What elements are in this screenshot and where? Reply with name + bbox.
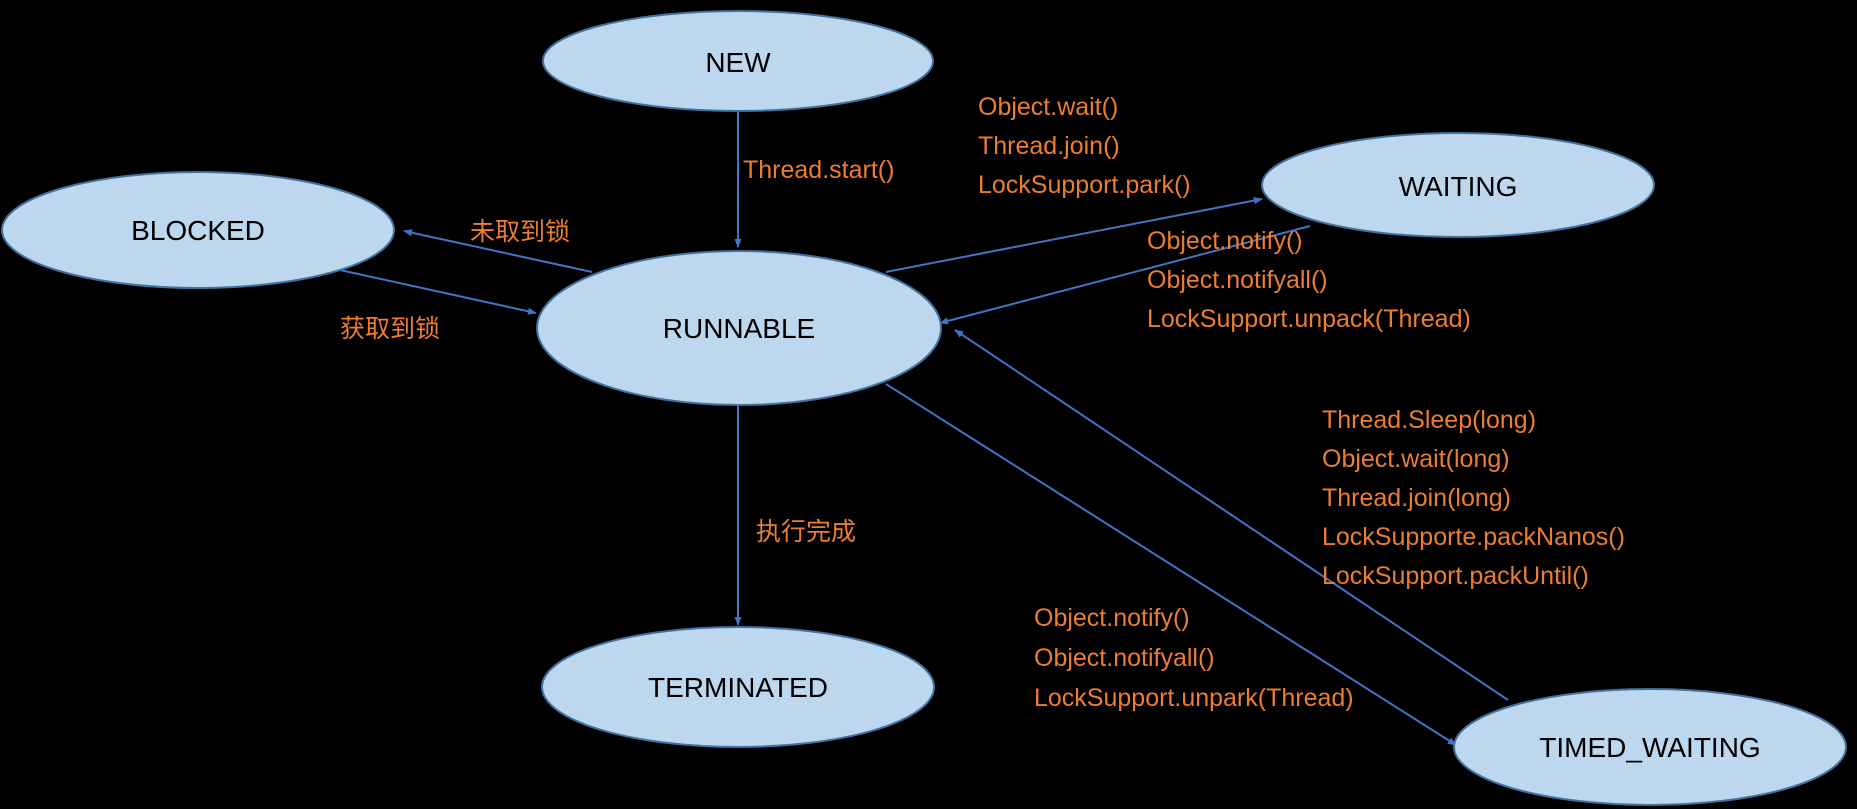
state-timed-waiting-label: TIMED_WAITING bbox=[1539, 732, 1760, 763]
label-line: Object.notifyall() bbox=[1034, 644, 1215, 672]
state-runnable-shape bbox=[536, 250, 942, 406]
label-line: 获取到锁 bbox=[340, 315, 440, 343]
label-line: LockSupport.unpark(Thread) bbox=[1034, 684, 1354, 712]
label-line: 执行完成 bbox=[756, 518, 856, 546]
label-line: LockSupport.packUntil() bbox=[1322, 562, 1589, 590]
label-line: 未取到锁 bbox=[470, 218, 570, 246]
label-waiting-to-runnable: Object.notify() Object.notifyall() LockS… bbox=[1147, 227, 1471, 333]
state-blocked-shape bbox=[1, 171, 395, 289]
label-line: Thread.join(long) bbox=[1322, 484, 1511, 512]
label-line: LockSupporte.packNanos() bbox=[1322, 523, 1625, 551]
label-line: Thread.join() bbox=[978, 132, 1120, 160]
edge-runnable-to-blocked bbox=[403, 229, 593, 273]
label-timed-waiting-to-runnable: Object.notify() Object.notifyall() LockS… bbox=[1034, 604, 1354, 712]
edge-blocked-to-runnable bbox=[339, 269, 537, 315]
state-terminated: TERMINATED bbox=[541, 626, 935, 748]
edge-waiting-to-runnable bbox=[939, 225, 1311, 325]
state-new: NEW bbox=[542, 10, 934, 112]
label-line: Thread.Sleep(long) bbox=[1322, 406, 1536, 434]
edge-runnable-to-timed-waiting bbox=[885, 383, 1457, 746]
state-waiting-label: WAITING bbox=[1399, 171, 1518, 202]
label-line: Object.notify() bbox=[1147, 227, 1303, 255]
state-runnable-label: RUNNABLE bbox=[663, 313, 815, 344]
label-new-to-runnable: Thread.start() bbox=[743, 156, 894, 184]
edge-runnable-to-waiting bbox=[885, 197, 1263, 273]
state-waiting-shape bbox=[1261, 132, 1655, 238]
state-terminated-label: TERMINATED bbox=[648, 672, 828, 703]
state-new-label: NEW bbox=[705, 47, 771, 78]
label-runnable-to-terminated: 执行完成 bbox=[756, 518, 856, 546]
state-terminated-shape bbox=[541, 626, 935, 748]
state-blocked-label: BLOCKED bbox=[131, 215, 265, 246]
label-line: LockSupport.unpack(Thread) bbox=[1147, 305, 1471, 333]
state-runnable: RUNNABLE bbox=[536, 250, 942, 406]
state-waiting: WAITING bbox=[1261, 132, 1655, 238]
label-runnable-to-waiting: Object.wait() Thread.join() LockSupport.… bbox=[978, 93, 1191, 199]
label-line: Thread.start() bbox=[743, 156, 894, 184]
state-timed-waiting-shape bbox=[1453, 688, 1847, 806]
label-blocked-to-runnable: 获取到锁 bbox=[340, 315, 440, 343]
label-line: LockSupport.park() bbox=[978, 171, 1191, 199]
label-line: Object.notifyall() bbox=[1147, 266, 1328, 294]
state-timed-waiting: TIMED_WAITING bbox=[1453, 688, 1847, 806]
state-blocked: BLOCKED bbox=[1, 171, 395, 289]
state-new-shape bbox=[542, 10, 934, 112]
label-line: Object.wait() bbox=[978, 93, 1118, 121]
label-runnable-to-timed-waiting: Thread.Sleep(long) Object.wait(long) Thr… bbox=[1322, 406, 1625, 590]
edge-timed-waiting-to-runnable bbox=[954, 329, 1509, 701]
label-line: Object.wait(long) bbox=[1322, 445, 1510, 473]
label-runnable-to-blocked: 未取到锁 bbox=[470, 218, 570, 246]
label-line: Object.notify() bbox=[1034, 604, 1190, 632]
edges bbox=[339, 111, 1509, 746]
